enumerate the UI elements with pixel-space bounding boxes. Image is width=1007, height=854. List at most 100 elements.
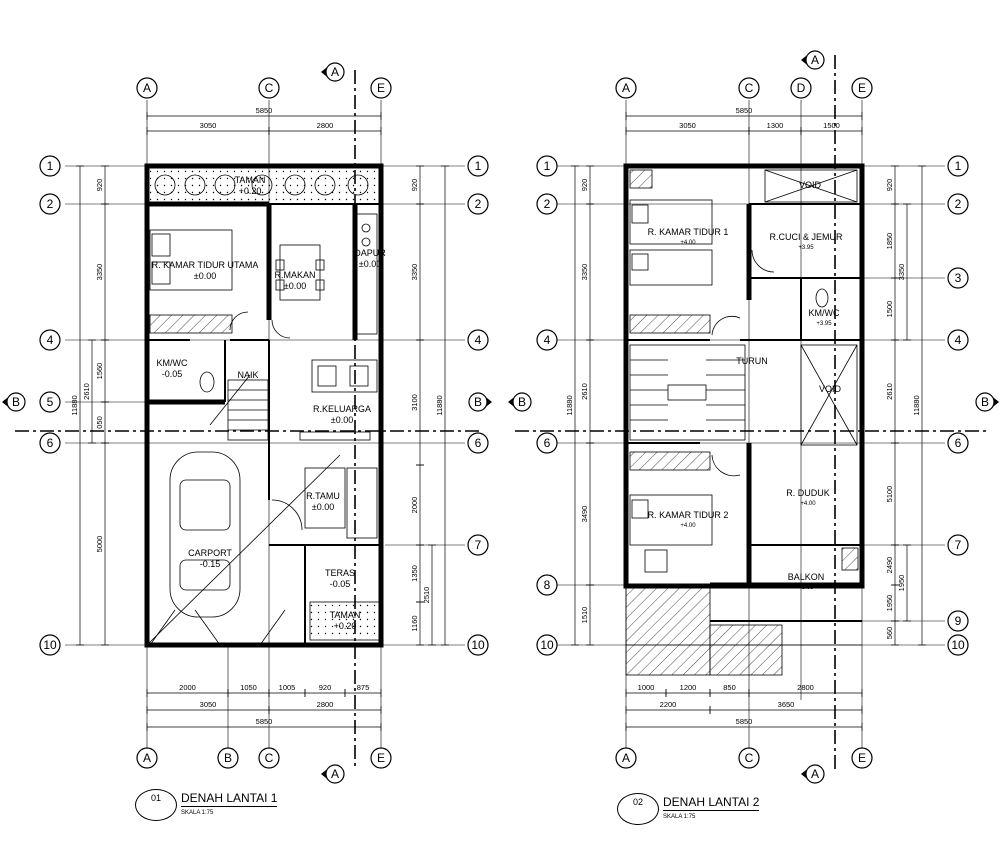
grid-row-left-6: 6 — [47, 436, 54, 450]
grid2-col-top-D-circle — [790, 77, 812, 99]
car-icon — [146, 451, 341, 646]
section-a-top-2: A — [811, 53, 819, 67]
grid2-row-right-10-circle — [947, 634, 969, 656]
dim2-right-total: 11880 — [912, 395, 921, 415]
room1-level-0: +0.20 — [239, 186, 262, 196]
roof-hatch — [625, 587, 711, 676]
room2-level-6: +4.00 — [800, 501, 816, 507]
dim2-right-3: 2610 — [885, 383, 894, 400]
dim2-bottom1-3: 2800 — [797, 683, 814, 692]
balkon-planter — [841, 547, 859, 571]
kitchen-counter — [356, 213, 378, 335]
dim1-left-sub: 2610 — [82, 383, 91, 400]
section-a-bottom-2: A — [811, 767, 819, 781]
bed-1-icon — [629, 199, 713, 286]
title-text-1: DENAH LANTAI 1 — [181, 791, 278, 807]
dim1-left-2: 1560 — [95, 363, 104, 380]
room1-name-7: R.TAMU — [306, 491, 340, 501]
plan-lantai-2 — [515, 55, 990, 770]
grid-row-right-1-circle — [467, 155, 489, 177]
dim2-left-0: 920 — [580, 179, 589, 192]
grid-row-right-6: 6 — [475, 436, 482, 450]
title-circle-1: 01 — [135, 789, 177, 821]
room1-level-7: ±0.00 — [312, 502, 334, 512]
grid2-row-right-3: 3 — [955, 271, 962, 285]
room1-name-0: TAMAN — [235, 175, 266, 185]
plan-lantai-1 — [15, 70, 480, 770]
dim2-top-total: 5850 — [736, 106, 753, 115]
grid-col-top-E: E — [377, 81, 385, 95]
room2-level-1: +4.00 — [680, 240, 696, 246]
room2-level-2: +3.95 — [798, 245, 814, 251]
dim2-top-2: 1500 — [823, 121, 840, 130]
grid-col-bottom-A-circle — [136, 747, 158, 769]
room2-name-4: TURUN — [736, 356, 768, 366]
grid2-row-right-2-circle — [947, 193, 969, 215]
dim1-bottom1-3: 920 — [319, 683, 332, 692]
dim2-right-0: 920 — [885, 179, 894, 192]
grid2-col-top-D: D — [797, 81, 806, 95]
room1-name-5: NAIK — [237, 370, 258, 380]
wardrobe — [149, 314, 233, 334]
grid-col-top-C-circle — [258, 77, 280, 99]
dim2-right-5: 2490 — [885, 557, 894, 574]
room2-name-1: R. KAMAR TIDUR 1 — [648, 227, 729, 237]
dim1-top-a: 3050 — [200, 121, 217, 130]
grid2-row-left-6-circle — [536, 432, 558, 454]
room2-name-5: VOID — [819, 384, 842, 394]
grid2-col-bottom-C-circle — [738, 747, 760, 769]
dim1-left-4: 5000 — [95, 536, 104, 553]
grid2-row-left-4-circle — [536, 329, 558, 351]
section-b-left-1-circle — [6, 392, 26, 412]
dim1-bottom1-1: 1050 — [240, 683, 257, 692]
grid2-row-left-10-circle — [536, 634, 558, 656]
dim2-right-7: 560 — [885, 627, 894, 640]
room2-name-6: R. DUDUK — [786, 488, 830, 498]
sofa-icon — [299, 359, 378, 441]
dim1-bottom1-4: 875 — [357, 683, 370, 692]
grid-row-left-2: 2 — [47, 197, 54, 211]
grid-row-right-10-circle — [467, 634, 489, 656]
dim2-left-total: 11880 — [565, 395, 574, 415]
grid2-col-bottom-A: A — [622, 751, 630, 765]
title-circle-2: 02 — [617, 793, 659, 825]
dim1-top-total: 5850 — [256, 106, 273, 115]
dim1-right-2: 3100 — [410, 394, 419, 411]
taman-top — [150, 169, 378, 202]
dim2-bottom1-0: 1000 — [638, 683, 655, 692]
grid2-row-right-9: 9 — [955, 614, 962, 628]
dim1-bottom1-0: 2000 — [179, 683, 196, 692]
room2-level-3: +3.95 — [816, 321, 832, 327]
grid2-col-bottom-E-circle — [851, 747, 873, 769]
grid-col-top-C: C — [265, 81, 274, 95]
grid2-row-right-7-circle — [947, 534, 969, 556]
plant-icons — [154, 174, 369, 196]
dim1-right-3: 2000 — [410, 497, 419, 514]
dim1-right-total: 11880 — [435, 395, 444, 415]
grid2-row-left-6: 6 — [544, 436, 551, 450]
grid2-row-left-8-circle — [536, 574, 558, 596]
stairs — [209, 374, 269, 441]
grid-col-bottom-B: B — [224, 751, 232, 765]
dim1-left-0: 920 — [95, 179, 104, 192]
grid2-row-left-2-circle — [536, 193, 558, 215]
room1-name-6: R.KELUARGA — [313, 404, 371, 414]
grid-col-bottom-A: A — [143, 751, 151, 765]
room2-name-3: KM/WC — [809, 308, 840, 318]
grid-row-right-4-circle — [467, 329, 489, 351]
grid-row-right-7: 7 — [475, 538, 482, 552]
grid-col-top-A: A — [143, 81, 151, 95]
section-a-bottom-1: A — [331, 767, 339, 781]
grid-row-left-2-circle — [39, 193, 61, 215]
dim2-bottom2-b: 3650 — [778, 700, 795, 709]
guest-sofa-icon — [304, 467, 378, 539]
dim1-right-5: 1160 — [410, 615, 419, 631]
grid-row-right-7-circle — [467, 534, 489, 556]
room1-level-4: -0.05 — [162, 369, 183, 379]
room1-name-3: DAPUR — [354, 248, 386, 258]
scale-text-1: SKALA 1:75 — [181, 810, 214, 816]
dim1-left-1: 3350 — [95, 264, 104, 281]
room2-name-2: R.CUCI & JEMUR — [769, 232, 843, 242]
dim1-bottom-total: 5850 — [256, 717, 273, 726]
